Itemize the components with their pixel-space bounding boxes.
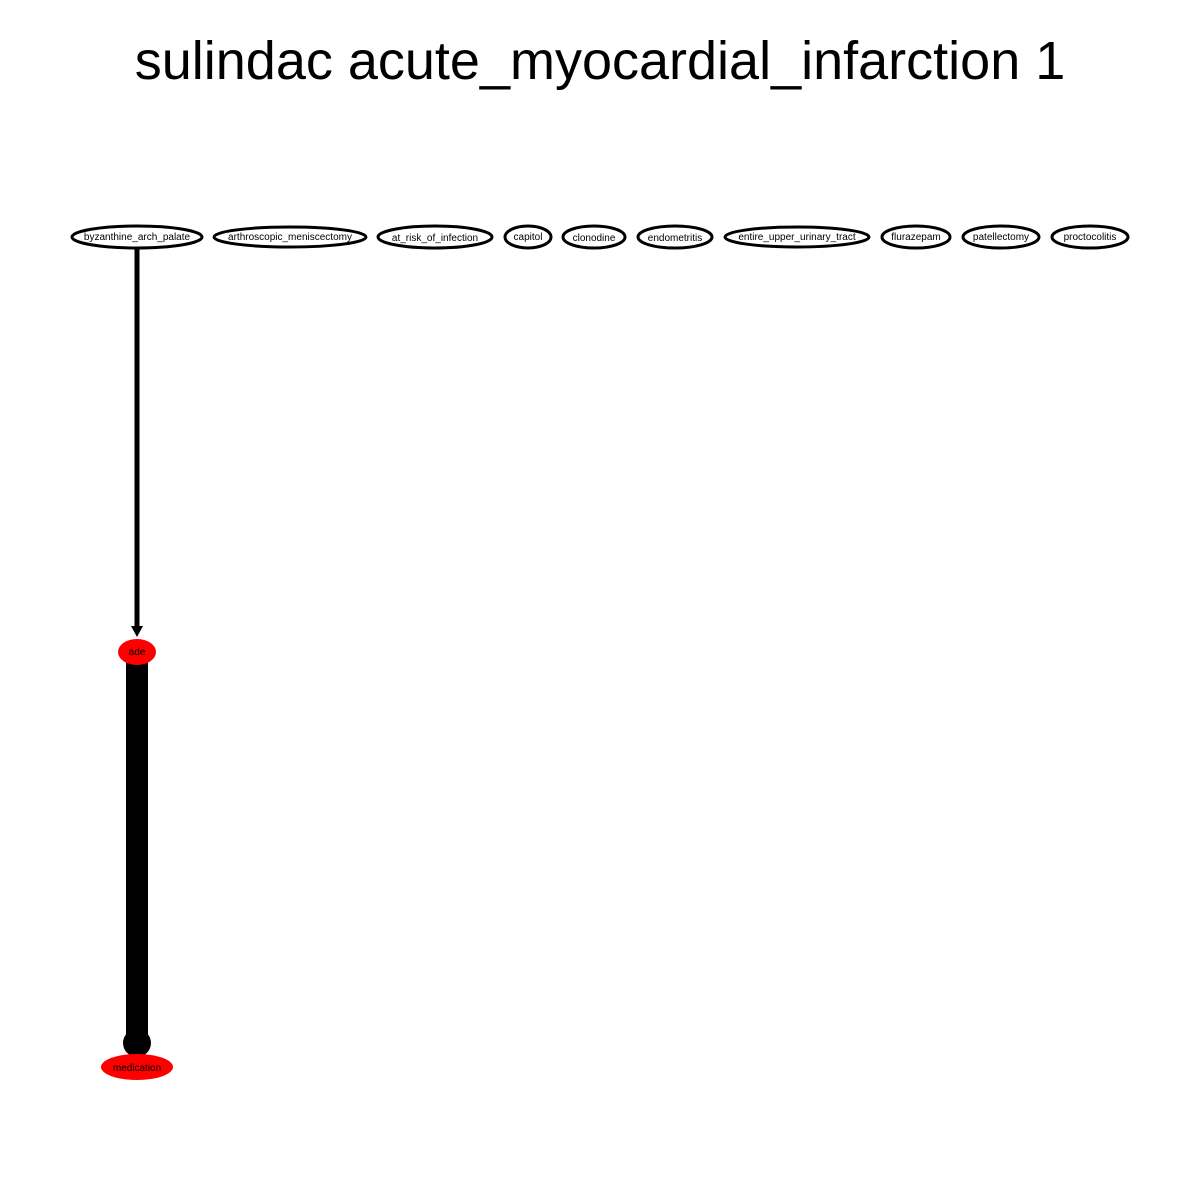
node-label: clonodine xyxy=(573,233,616,244)
edge-ade-to-medication-arrowhead xyxy=(123,1029,151,1057)
node-label: at_risk_of_infection xyxy=(392,233,478,244)
node-ade[interactable]: ade xyxy=(118,639,156,665)
node-label: entire_upper_urinary_tract xyxy=(738,232,856,243)
node-label: capitol xyxy=(514,232,543,243)
node-capitol[interactable]: capitol xyxy=(503,224,553,250)
node-label: arthroscopic_meniscectomy xyxy=(228,232,352,243)
node-byzanthine-arch-palate[interactable]: byzanthine_arch_palate xyxy=(70,224,204,250)
node-arthroscopic-meniscectomy[interactable]: arthroscopic_meniscectomy xyxy=(212,225,368,249)
node-medication[interactable]: medication xyxy=(101,1054,173,1080)
diagram-title: sulindac acute_myocardial_infarction 1 xyxy=(134,31,1066,91)
node-at-risk-of-infection[interactable]: at_risk_of_infection xyxy=(376,224,494,250)
node-entire-upper-urinary-tract[interactable]: entire_upper_urinary_tract xyxy=(723,225,871,249)
edges-group xyxy=(123,246,151,1057)
node-flurazepam[interactable]: flurazepam xyxy=(880,224,952,250)
node-proctocolitis[interactable]: proctocolitis xyxy=(1050,224,1130,250)
node-label: proctocolitis xyxy=(1064,232,1117,243)
node-label: endometritis xyxy=(648,233,702,244)
node-clonodine[interactable]: clonodine xyxy=(561,224,627,250)
node-label: flurazepam xyxy=(891,232,940,243)
node-label: medication xyxy=(113,1063,161,1074)
node-endometritis[interactable]: endometritis xyxy=(636,224,714,250)
node-label: patellectomy xyxy=(973,232,1029,243)
node-label: byzanthine_arch_palate xyxy=(84,232,191,243)
node-patellectomy[interactable]: patellectomy xyxy=(961,224,1041,250)
node-label: ade xyxy=(129,647,146,658)
edge-byzanthine-to-ade-arrowhead xyxy=(131,626,143,637)
